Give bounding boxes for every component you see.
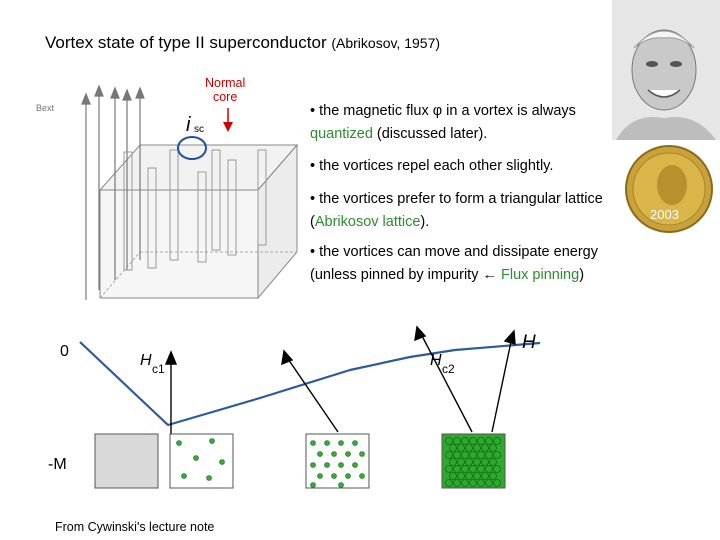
- graph-origin-label: 0: [60, 343, 69, 360]
- low-vortex-density-box: [169, 433, 234, 489]
- title-sub: (Abrikosov, 1957): [331, 35, 441, 51]
- bext-label: Bext: [36, 103, 55, 113]
- portrait-photo: [612, 0, 720, 140]
- title-main: Vortex state of type II superconductor: [45, 33, 327, 52]
- field-arrows: [81, 84, 145, 300]
- saturated-vortex-box: [441, 433, 506, 489]
- high-vortex-density-box: [305, 433, 370, 489]
- supercurrent-loop: [177, 136, 207, 160]
- h-axis-label: H: [522, 332, 536, 353]
- bullet-flux-pinning: • the vortices can move and dissipate en…: [310, 244, 598, 283]
- nobel-medal: [625, 145, 713, 233]
- hc2-subscript: c2: [442, 362, 455, 376]
- pointer-arrows: [164, 325, 516, 434]
- meissner-state-box: [94, 433, 159, 489]
- hc2-label: H: [430, 352, 442, 369]
- normal-core-label: Normal core: [205, 76, 246, 104]
- hc1-label: H: [140, 352, 152, 369]
- slide-title: Vortex state of type II superconductor (…: [45, 33, 440, 53]
- magnetization-curve: [79, 341, 541, 427]
- bullet-triangular-lattice: • the vortices prefer to form a triangul…: [310, 191, 603, 230]
- vortex-tubes: [123, 149, 267, 271]
- isc-label: i: [186, 114, 191, 136]
- hc1-subscript: c1: [152, 362, 165, 376]
- bullet-flux-quantized: • the magnetic flux φ in a vortex is alw…: [310, 103, 576, 142]
- medal-year: 2003: [650, 207, 679, 222]
- source-footnote: From Cywinski's lecture note: [55, 520, 215, 534]
- bullet-vortices-repel: • the vortices repel each other slightly…: [310, 158, 554, 174]
- isc-subscript: sc: [194, 124, 204, 135]
- graph-neg-m-label: -M: [48, 456, 67, 473]
